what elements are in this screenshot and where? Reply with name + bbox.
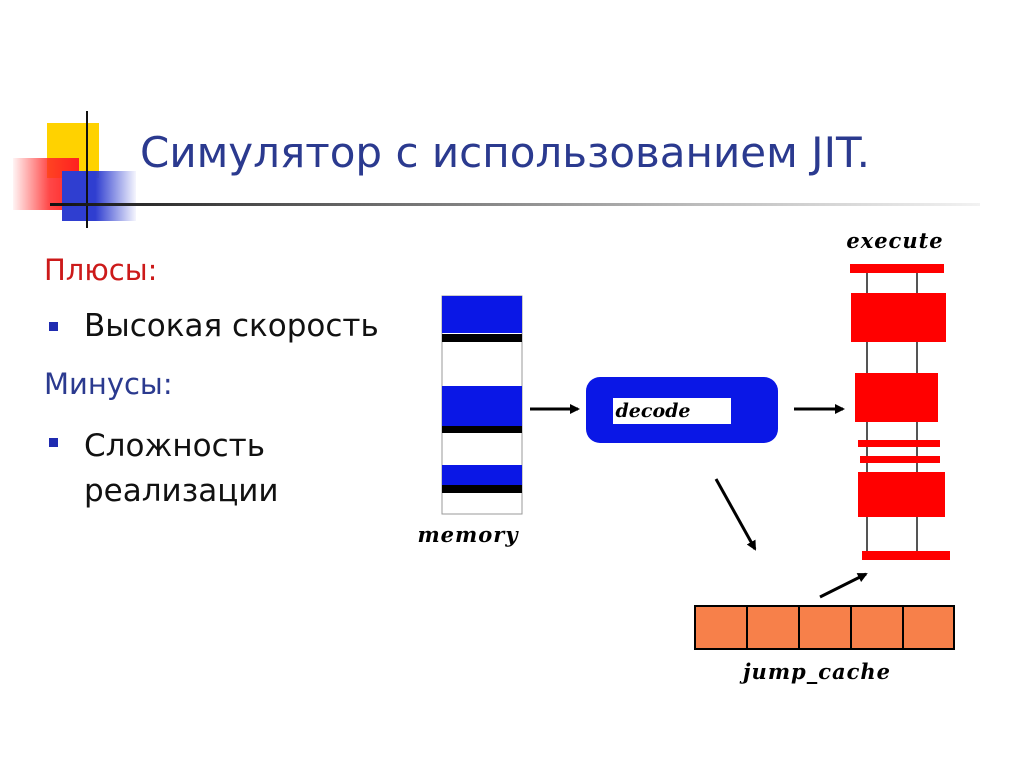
deco-blue-square [62,171,136,221]
memory-block [442,465,522,485]
jump-cache-label: jump_cache [739,659,891,684]
execute-block [851,293,946,342]
execute-bar [862,551,950,560]
memory-separator [442,334,522,342]
memory-block [442,296,522,333]
decode-label: decode [616,400,691,422]
jump-cache-cell [850,605,904,650]
memory-separator [442,426,522,433]
jump-cache: jump_cache [694,605,955,684]
execute-column: execute [846,228,950,560]
slide-title: Симулятор с использованием JIT. [140,128,870,177]
memory-label: memory [417,522,519,547]
execute-bar [860,456,940,463]
cons-label: Минусы: [44,367,173,401]
title-underline [50,203,980,206]
jump-cache-cell [798,605,852,650]
execute-bar [858,440,940,447]
memory-column: memory [417,295,523,547]
execute-block [855,373,938,422]
jump-cache-cell [694,605,748,650]
decode-label-box [613,398,731,424]
execute-bar [850,264,944,273]
deco-vertical-line [86,111,88,228]
memory-separator [442,485,522,493]
decode-block: decode [586,377,778,443]
pros-label: Плюсы: [44,253,158,287]
square-bullet-icon [49,438,58,447]
jump-cache-cell [746,605,800,650]
cons-item: Сложность реализации [84,428,279,509]
memory-block [442,386,522,426]
execute-label: execute [846,228,943,253]
square-bullet-icon [49,322,58,331]
pros-item: Высокая скорость [84,308,379,344]
arrow-icon [819,572,868,599]
arrow-icon [714,478,757,551]
execute-block [858,472,945,517]
jump-cache-cell [902,605,955,650]
